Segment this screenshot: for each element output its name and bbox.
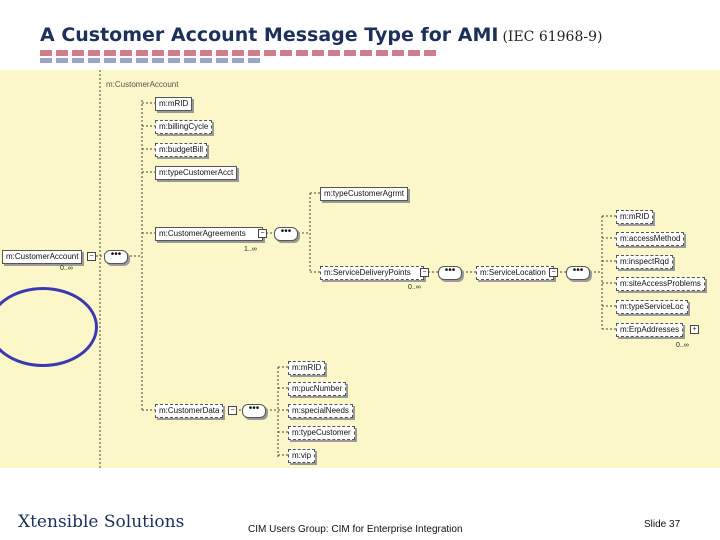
customer-child-specialneeds[interactable]: m:specialNeeds: [288, 404, 353, 418]
slide-number: Slide 37: [644, 519, 681, 530]
account-child-budgetbill[interactable]: m:budgetBill: [155, 143, 208, 157]
schema-diagram-canvas: m:CustomerAccount m:CustomerAccount − 0.…: [0, 70, 720, 468]
connector-lines: [96, 70, 616, 468]
location-sequence-icon[interactable]: •••: [566, 266, 590, 280]
location-child-siteaccessproblems[interactable]: m:siteAccessProblems: [616, 277, 705, 291]
slide-title: A Customer Account Message Type for AMI(…: [40, 24, 602, 46]
account-child-mrid[interactable]: m:mRID: [155, 97, 193, 111]
customer-agreements-box[interactable]: m:CustomerAgreements: [155, 227, 263, 241]
footer-caption: CIM Users Group: CIM for Enterprise Inte…: [248, 524, 463, 535]
customer-data-box[interactable]: m:CustomerData: [155, 404, 224, 418]
service-delivery-points-box[interactable]: m:ServiceDeliveryPoints: [320, 266, 424, 280]
slide-title-text: A Customer Account Message Type for AMI: [40, 24, 499, 46]
customer-child-typecustomer[interactable]: m:typeCustomer: [288, 426, 355, 440]
location-child-inspectrqd[interactable]: m:inspectRqd: [616, 255, 673, 269]
slide-subtitle: (IEC 61968-9): [502, 29, 603, 45]
agreements-multiplicity: 1..∞: [244, 246, 257, 253]
delivery-expand-icon[interactable]: −: [420, 268, 429, 277]
root-sequence-icon[interactable]: •••: [104, 250, 128, 264]
delivery-sequence-icon[interactable]: •••: [438, 266, 462, 280]
highlight-circle: [0, 287, 98, 367]
delivery-multiplicity: 0..∞: [408, 284, 421, 291]
title-underline-decoration: [40, 50, 440, 56]
account-child-billingcycle[interactable]: m:billingCycle: [155, 120, 213, 134]
root-group-label: m:CustomerAccount: [106, 80, 179, 89]
root-expand-icon[interactable]: −: [87, 252, 96, 261]
company-logo: Xtensible Solutions: [18, 512, 185, 532]
customer-child-mrid[interactable]: m:mRID: [288, 361, 326, 375]
location-multiplicity: 0..∞: [676, 342, 689, 349]
location-expand-icon[interactable]: −: [549, 268, 558, 277]
agreements-expand-icon[interactable]: −: [258, 229, 267, 238]
customer-child-vip[interactable]: m:vip: [288, 449, 316, 463]
location-child-mrid[interactable]: m:mRID: [616, 210, 654, 224]
title-underline-decoration-secondary: [40, 58, 260, 63]
agreements-sequence-icon[interactable]: •••: [274, 227, 298, 241]
account-child-typecustomeracct[interactable]: m:typeCustomerAcct: [155, 166, 238, 180]
customer-data-sequence-icon[interactable]: •••: [242, 404, 266, 418]
erpaddresses-expand-icon[interactable]: +: [690, 325, 699, 334]
agreement-type-box[interactable]: m:typeCustomerAgrmt: [320, 187, 409, 201]
service-location-box[interactable]: m:ServiceLocation: [476, 266, 554, 280]
location-child-accessmethod[interactable]: m:accessMethod: [616, 232, 685, 246]
root-multiplicity: 0..∞: [60, 265, 73, 272]
root-element-box[interactable]: m:CustomerAccount: [2, 250, 83, 264]
location-child-erpaddresses[interactable]: m:ErpAddresses: [616, 323, 684, 337]
customer-data-expand-icon[interactable]: −: [228, 406, 237, 415]
location-child-typeserviceloc[interactable]: m:typeServiceLoc: [616, 300, 688, 314]
customer-child-pucnumber[interactable]: m:pucNumber: [288, 382, 347, 396]
